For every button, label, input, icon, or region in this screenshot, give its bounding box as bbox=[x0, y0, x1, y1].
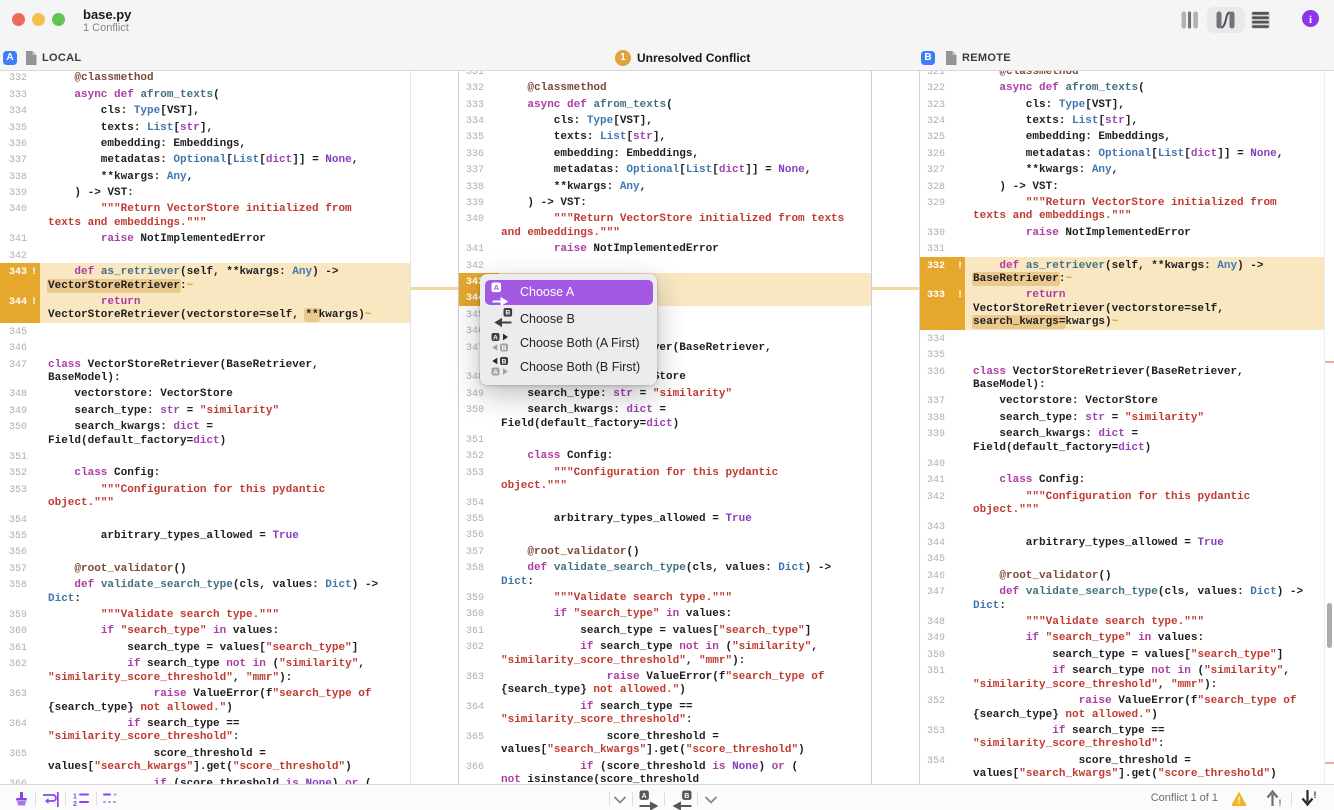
svg-text:!: ! bbox=[1314, 790, 1317, 800]
svg-text:B: B bbox=[505, 310, 510, 317]
svg-text:B: B bbox=[502, 345, 507, 352]
svg-text:A: A bbox=[642, 793, 647, 800]
svg-text:B: B bbox=[502, 358, 507, 365]
svg-text:!: ! bbox=[1279, 798, 1282, 807]
svg-text:!: ! bbox=[1238, 795, 1241, 805]
svg-text:B: B bbox=[684, 793, 689, 800]
svg-text:1: 1 bbox=[73, 794, 77, 801]
svg-text:A: A bbox=[493, 334, 498, 341]
svg-text:2: 2 bbox=[73, 801, 77, 807]
svg-text:i: i bbox=[1309, 14, 1312, 26]
svg-text:A: A bbox=[493, 368, 498, 375]
svg-text:A: A bbox=[494, 282, 500, 291]
